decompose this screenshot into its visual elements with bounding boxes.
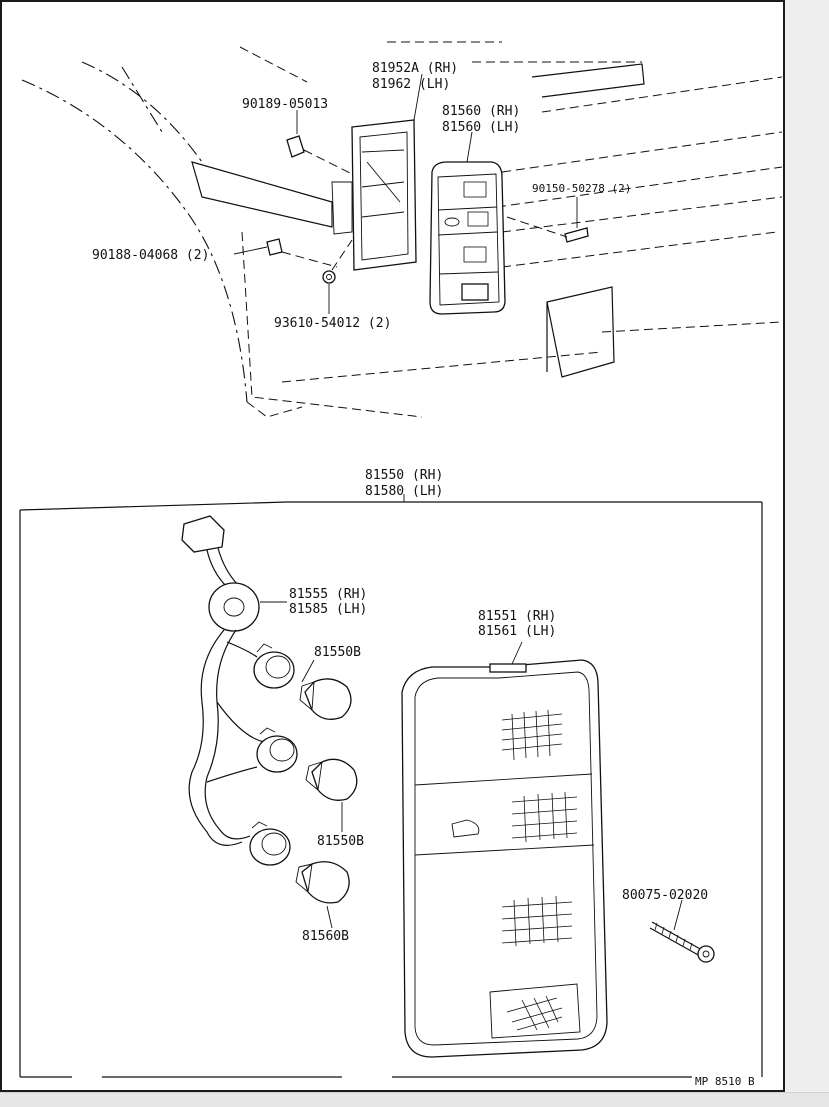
exploded-parts-diagram: 81952A (RH) 81962 (LH) 90189-05013 81560… <box>19 41 783 1088</box>
bulb-81550b-2 <box>305 758 358 801</box>
tail-lamp-lens-81551 <box>401 659 608 1058</box>
label-81555-rh: 81555 (RH) <box>289 587 367 602</box>
bulb-socket-1 <box>253 643 295 689</box>
screw-90150 <box>506 216 589 243</box>
clip-90189 <box>286 135 353 175</box>
parts-diagram-sheet: 81952A (RH) 81962 (LH) 90189-05013 81560… <box>0 0 785 1092</box>
bulb-socket-2 <box>256 727 298 773</box>
bulb-81560b-3 <box>295 861 350 904</box>
tail-lamp-lens-81560-top <box>429 161 506 315</box>
label-81585-lh: 81585 (LH) <box>289 602 367 617</box>
lamp-bracket-81952a <box>331 119 417 271</box>
label-81580-lh: 81580 (LH) <box>365 484 443 499</box>
bulb-81550b-1 <box>299 678 352 720</box>
label-81560-lh-top: 81560 (LH) <box>442 120 520 135</box>
vehicle-body-outline <box>21 41 783 418</box>
leader-81550b-1 <box>301 659 315 683</box>
screw-80075 <box>649 921 715 963</box>
clip-90188 <box>266 238 338 268</box>
figure-code: MP 8510 B <box>695 1075 755 1088</box>
nut-93610 <box>322 239 353 284</box>
label-93610-54012: 93610-54012 (2) <box>274 316 391 331</box>
bulb-socket-3 <box>249 821 291 866</box>
scrollbar-track[interactable] <box>787 0 829 1092</box>
socket-wire-harness-81555 <box>181 515 265 846</box>
leader-80075 <box>673 899 683 931</box>
leader-81952a <box>413 73 423 121</box>
label-81551-rh: 81551 (RH) <box>478 609 556 624</box>
bottom-scroll-strip[interactable] <box>0 1092 829 1107</box>
leader-81560-top <box>466 131 473 163</box>
label-81550b-1: 81550B <box>314 645 361 660</box>
label-81962-lh: 81962 (LH) <box>372 77 450 92</box>
label-80075-02020: 80075-02020 <box>622 888 708 903</box>
assembly-bracket-frame <box>19 494 763 1078</box>
leader-81560b-3 <box>326 905 333 929</box>
label-90189-05013: 90189-05013 <box>242 97 328 112</box>
label-81550-rh: 81550 (RH) <box>365 468 443 483</box>
label-90150-50278: 90150-50278 (2) <box>532 182 631 195</box>
leader-90188 <box>233 246 268 255</box>
label-81560b-3: 81560B <box>302 929 349 944</box>
label-81550b-2: 81550B <box>317 834 364 849</box>
label-90188-04068: 90188-04068 (2) <box>92 248 209 263</box>
label-81560-rh-top: 81560 (RH) <box>442 104 520 119</box>
leader-81551 <box>511 641 523 665</box>
label-81952a-rh: 81952A (RH) <box>372 61 458 76</box>
label-81561-lh: 81561 (LH) <box>478 624 556 639</box>
